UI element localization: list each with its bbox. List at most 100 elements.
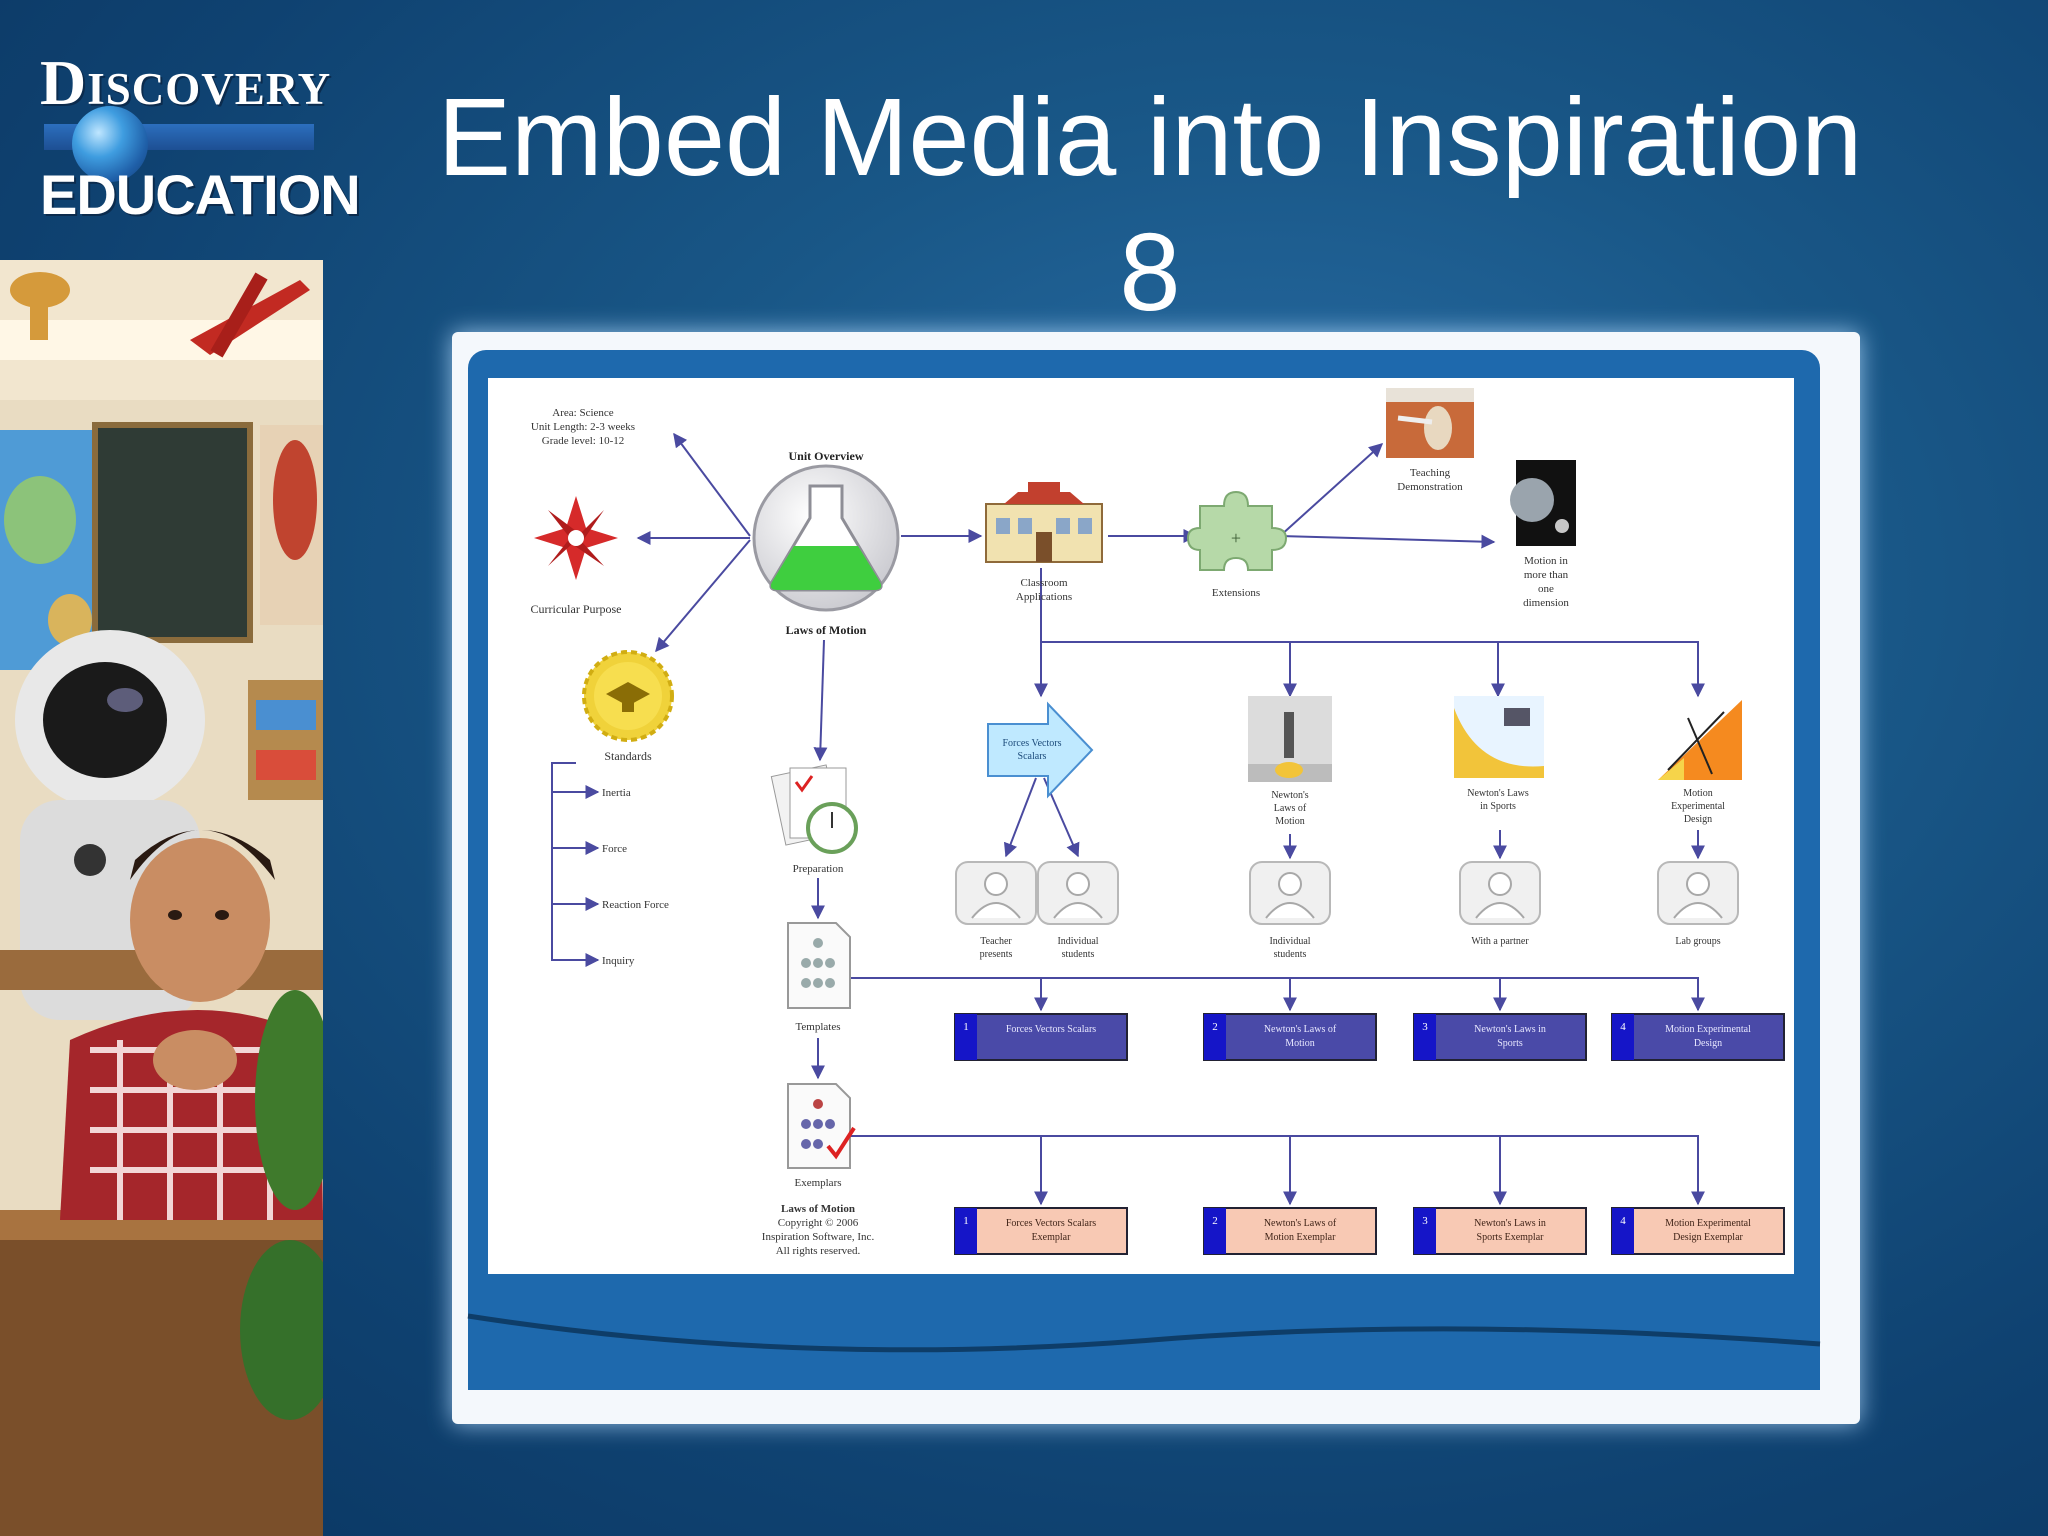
logo-bottom-text: EDUCATION [40, 163, 361, 226]
box-text: Newton's Laws in [1474, 1024, 1546, 1035]
box-text: Newton's Laws in [1474, 1218, 1546, 1229]
connector [673, 432, 751, 537]
classroom-applications-label: Classroom Applications [1016, 577, 1072, 603]
svg-text:Laws of Motion: Laws of Motion [781, 1203, 855, 1215]
group-label: presents [980, 949, 1013, 960]
svg-text:All rights reserved.: All rights reserved. [776, 1245, 861, 1257]
box-number: 1 [963, 1215, 969, 1227]
connector [1279, 443, 1384, 537]
group-label: students [1062, 949, 1095, 960]
box-text: Motion Exemplar [1265, 1232, 1336, 1243]
extensions-label: Extensions [1212, 587, 1260, 599]
connector [1041, 641, 1705, 698]
standards-item: Inertia [602, 787, 631, 799]
exemplar-box: 2 Newton's Laws of Motion Exemplar [1203, 1207, 1377, 1255]
rocket-launch-icon [1248, 696, 1332, 782]
templates-label: Templates [795, 1021, 840, 1033]
svg-text:Teaching: Teaching [1410, 467, 1451, 479]
discovery-education-logo: Discovery EDUCATION [40, 48, 361, 238]
group-label: Individual [1269, 936, 1310, 947]
compass-icon [534, 496, 618, 580]
group-label: Teacher [980, 936, 1012, 947]
vector-arrow-icon: Forces Vectors Scalars [987, 701, 1094, 799]
box-number: 2 [1212, 1021, 1218, 1033]
group-icons: Teacher presents Individual students Individ… [955, 861, 1739, 960]
people-group-icon [1459, 861, 1541, 925]
box-number: 3 [1422, 1215, 1428, 1227]
exemplars-label: Exemplars [794, 1177, 841, 1189]
standards-item: Inquiry [602, 955, 635, 967]
box-text: Motion [1285, 1038, 1314, 1049]
slide-title: Embed Media into Inspiration 8 [437, 76, 1863, 334]
inspiration-diagram: Area: Science Unit Length: 2-3 weeks Gra… [488, 378, 1794, 1274]
people-group-icon [1249, 861, 1331, 925]
svg-text:Newton's Laws: Newton's Laws [1467, 788, 1529, 799]
flask-icon [752, 464, 900, 612]
logo-top-text: Discovery [40, 47, 332, 118]
svg-text:Copyright © 2006: Copyright © 2006 [778, 1217, 859, 1229]
box-number: 1 [963, 1021, 969, 1033]
group-label: Lab groups [1675, 936, 1720, 947]
svg-text:Inspiration Software, Inc.: Inspiration Software, Inc. [762, 1231, 875, 1243]
connector [1003, 777, 1037, 858]
left-decor-strip: Discovery EDUCATION [0, 0, 361, 1536]
box-text: Sports [1497, 1038, 1523, 1049]
box-text: Newton's Laws of [1264, 1024, 1337, 1035]
exemplar-document-icon [787, 1083, 856, 1169]
template-box: 1 Forces Vectors Scalars [954, 1013, 1128, 1061]
copyright-note: Laws of Motion Copyright © 2006 Inspirat… [762, 1203, 875, 1257]
people-group-icon [1657, 861, 1739, 925]
box-text: Sports Exemplar [1477, 1232, 1545, 1243]
svg-text:one: one [1538, 583, 1554, 595]
box-number: 2 [1212, 1215, 1218, 1227]
svg-text:Applications: Applications [1016, 591, 1072, 603]
group-label: With a partner [1471, 936, 1529, 947]
standards-label: Standards [604, 749, 652, 763]
people-group-icon [1037, 861, 1119, 925]
inclined-plane-icon [1658, 700, 1742, 780]
box-text: Motion Experimental [1665, 1218, 1751, 1229]
box-text: Newton's Laws of [1264, 1218, 1337, 1229]
svg-text:Area: Science: Area: Science [552, 407, 613, 419]
box-text: Motion Experimental [1665, 1024, 1751, 1035]
preparation-checklist-icon [770, 764, 858, 854]
svg-text:Grade level: 10-12: Grade level: 10-12 [542, 435, 624, 447]
box-text: Forces Vectors Scalars [1006, 1024, 1096, 1035]
classroom-illustration [0, 260, 323, 1536]
connector [850, 1135, 1705, 1206]
svg-text:more than: more than [1524, 569, 1569, 581]
template-box: 3 Newton's Laws in Sports [1413, 1013, 1587, 1061]
group-label: Individual [1057, 936, 1098, 947]
people-group-icon [955, 861, 1037, 925]
newtons-laws-of-motion-label: Newton's Laws of Motion [1271, 790, 1308, 827]
curricular-purpose-label: Curricular Purpose [531, 602, 622, 616]
box-number: 3 [1422, 1021, 1428, 1033]
connector [1279, 534, 1496, 549]
svg-text:Motion in: Motion in [1524, 555, 1568, 567]
svg-text:+: + [1231, 528, 1241, 548]
connector [850, 977, 1705, 1012]
frame-wave [467, 1256, 1821, 1353]
svg-text:Motion: Motion [1683, 788, 1712, 799]
svg-text:Unit Length: 2-3 weeks: Unit Length: 2-3 weeks [531, 421, 635, 433]
exemplar-box: 3 Newton's Laws in Sports Exemplar [1413, 1207, 1587, 1255]
connector [655, 539, 751, 653]
standards-item: Force [602, 843, 627, 855]
motion-dimension-label: Motion in more than one dimension [1523, 555, 1569, 609]
newtons-laws-in-sports-label: Newton's Laws in Sports [1467, 788, 1529, 812]
box-number: 4 [1620, 1215, 1626, 1227]
svg-text:Scalars: Scalars [1018, 751, 1047, 762]
template-box: 2 Newton's Laws of Motion [1203, 1013, 1377, 1061]
svg-text:in Sports: in Sports [1480, 801, 1516, 812]
preparation-label: Preparation [793, 863, 844, 875]
laws-of-motion-label: Laws of Motion [786, 623, 867, 637]
svg-text:Demonstration: Demonstration [1397, 481, 1463, 493]
box-text: Design [1694, 1038, 1722, 1049]
box-text: Exemplar [1032, 1232, 1072, 1243]
globe-icon [72, 106, 148, 182]
box-text: Design Exemplar [1673, 1232, 1743, 1243]
unit-overview-label: Unit Overview [789, 449, 864, 463]
